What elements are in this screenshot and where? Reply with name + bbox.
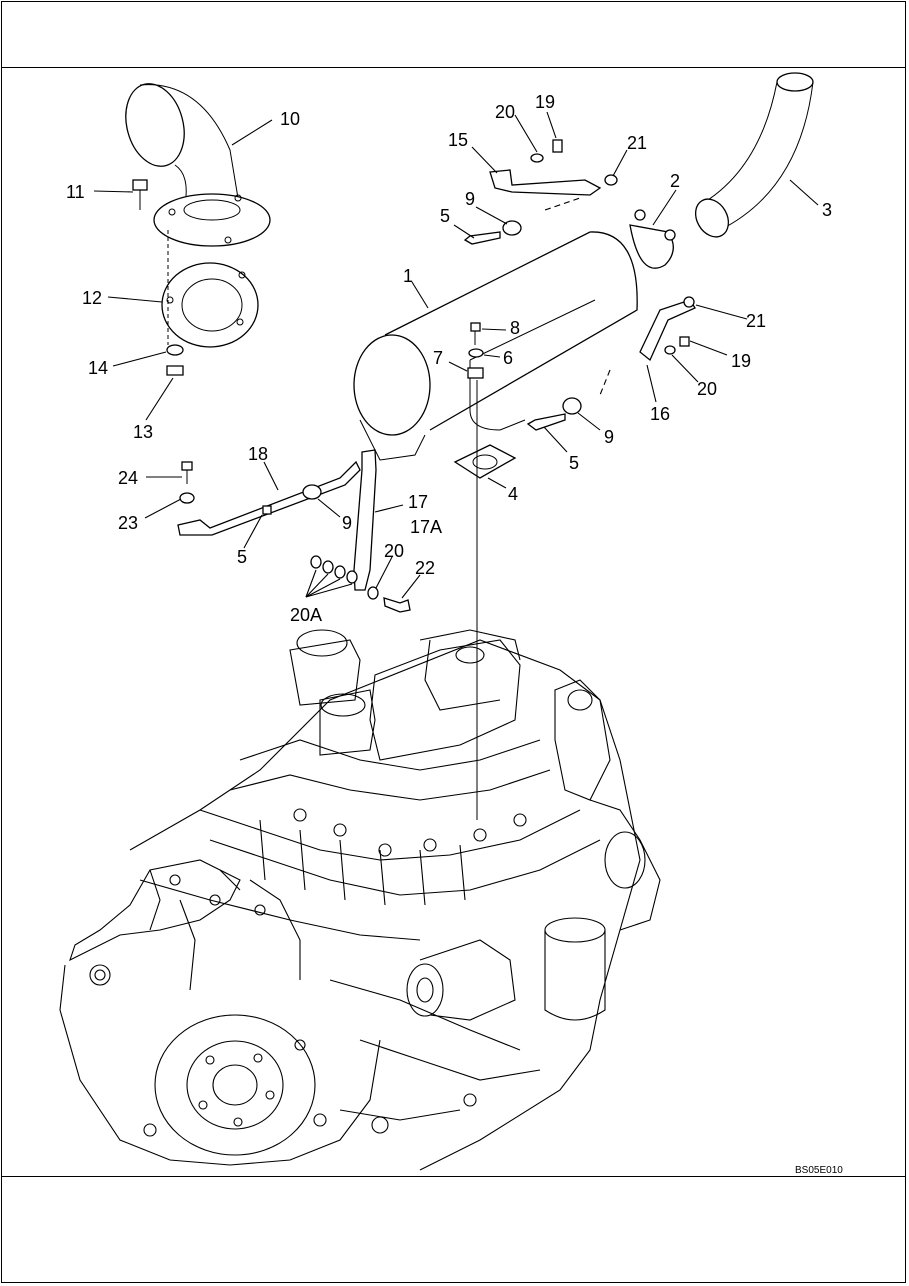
support-rod-18 bbox=[177, 460, 361, 536]
washers-20a bbox=[310, 555, 358, 584]
bolt-5-upper bbox=[463, 231, 501, 245]
callout-6: 6 bbox=[503, 348, 513, 368]
clamp-2 bbox=[629, 209, 676, 269]
callout-5-rod: 5 bbox=[237, 547, 247, 567]
nut-7 bbox=[467, 367, 484, 379]
callout-20-side: 20 bbox=[697, 379, 717, 399]
callout-11: 11 bbox=[66, 182, 85, 202]
bolt-11 bbox=[132, 179, 148, 210]
callout-labels: 1 2 3 4 5 5 5 6 7 8 9 9 9 10 11 12 13 14… bbox=[66, 92, 832, 625]
callout-20-upper: 20 bbox=[495, 102, 515, 122]
callout-19-lower: 19 bbox=[731, 351, 751, 371]
bolt-8 bbox=[470, 322, 481, 345]
washer-14 bbox=[166, 344, 184, 356]
callout-19-upper: 19 bbox=[535, 92, 555, 112]
callout-15: 15 bbox=[448, 130, 468, 150]
spacer-9-lower bbox=[562, 397, 582, 415]
gasket-12 bbox=[161, 262, 259, 348]
stay-bar-17 bbox=[353, 449, 377, 591]
washer-20-lower bbox=[367, 586, 379, 600]
washer-23 bbox=[179, 492, 195, 504]
bolt-22 bbox=[383, 597, 411, 613]
callout-22: 22 bbox=[415, 558, 435, 578]
flange-gasket-4 bbox=[453, 444, 517, 479]
callout-23: 23 bbox=[118, 513, 138, 533]
callout-21-side: 21 bbox=[746, 311, 766, 331]
callout-1: 1 bbox=[403, 266, 413, 286]
bracket-16 bbox=[639, 296, 696, 362]
callout-17a: 17A bbox=[410, 517, 442, 537]
callout-4: 4 bbox=[508, 484, 518, 504]
callout-24: 24 bbox=[118, 468, 138, 488]
leader-lines bbox=[93, 111, 819, 599]
callout-14: 14 bbox=[88, 358, 108, 378]
nut-13 bbox=[166, 365, 184, 376]
callout-18: 18 bbox=[248, 444, 268, 464]
callout-9-lower: 9 bbox=[604, 427, 614, 447]
drawing-code: BS05E010 bbox=[795, 1165, 843, 1176]
bolt-5-lower bbox=[526, 413, 566, 431]
muffler-1 bbox=[353, 231, 638, 461]
callout-5-lower: 5 bbox=[569, 453, 579, 473]
callout-8: 8 bbox=[510, 318, 520, 338]
callout-17: 17 bbox=[408, 492, 428, 512]
callout-16: 16 bbox=[650, 404, 670, 424]
engine-illustration bbox=[59, 629, 661, 1171]
bolt-24 bbox=[181, 461, 193, 484]
callout-9-upper: 9 bbox=[465, 189, 475, 209]
callout-10: 10 bbox=[280, 109, 300, 129]
washer-6 bbox=[468, 348, 484, 358]
callout-3: 3 bbox=[822, 200, 832, 220]
spacer-9-upper bbox=[502, 220, 522, 236]
callout-9-rod: 9 bbox=[342, 513, 352, 533]
exhaust-elbow-pipe bbox=[125, 83, 271, 247]
callout-13: 13 bbox=[133, 422, 153, 442]
callout-2: 2 bbox=[670, 171, 680, 191]
callout-20a: 20A bbox=[290, 605, 322, 625]
footer-band bbox=[1, 1176, 906, 1283]
callout-7: 7 bbox=[433, 348, 443, 368]
tail-pipe-3 bbox=[694, 72, 814, 238]
callout-12: 12 bbox=[82, 288, 102, 308]
callout-20-lower: 20 bbox=[384, 541, 404, 561]
callout-5-upper: 5 bbox=[440, 206, 450, 226]
header-band bbox=[1, 1, 906, 68]
callout-21-upper: 21 bbox=[627, 133, 647, 153]
bracket-15 bbox=[489, 139, 618, 196]
